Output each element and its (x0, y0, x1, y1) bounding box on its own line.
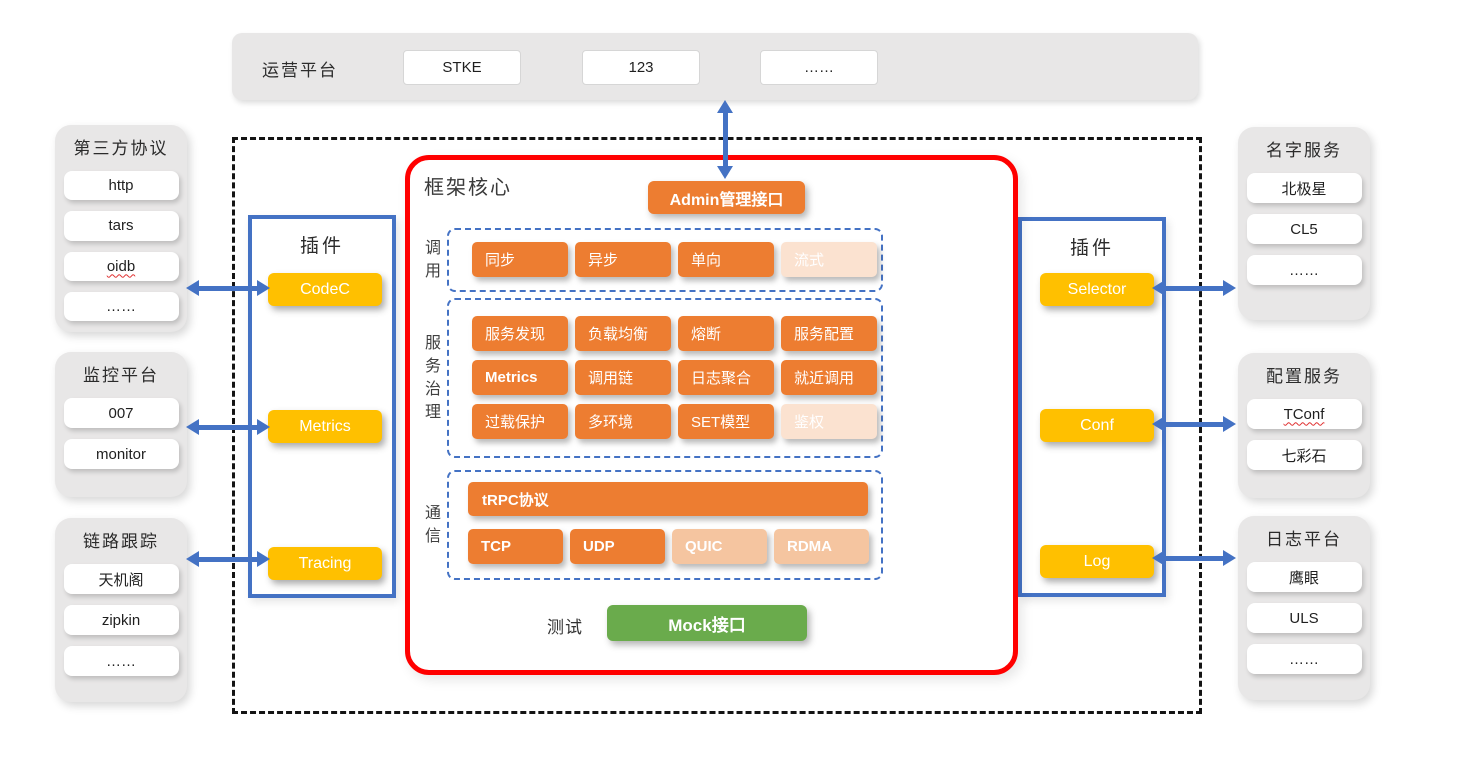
trpc-protocol-bar: tRPC协议 (468, 482, 868, 516)
plugin-title: 插件 (299, 236, 344, 257)
panel-title: 监控平台 (83, 366, 159, 385)
panel-third-party-protocols: 第三方协议 http tars oidb …… (55, 125, 187, 332)
panel-title: 第三方协议 (73, 139, 169, 158)
panel-item: 鹰眼 (1246, 562, 1362, 592)
feature-button: QUIC (672, 529, 767, 564)
section-label-governance: 服务治理 (424, 335, 441, 421)
framework-core-title: 框架核心 (424, 177, 512, 199)
feature-button: TCP (468, 529, 563, 564)
panel-title: 日志平台 (1266, 530, 1342, 549)
section-label-call: 调用 (424, 240, 441, 280)
ops-platform-item: …… (760, 50, 878, 85)
plugin-title: 插件 (1069, 238, 1114, 259)
feature-button: 熔断 (678, 316, 774, 351)
admin-api-button: Admin管理接口 (648, 181, 805, 214)
arrow-thirdparty-to-codec (186, 280, 270, 296)
feature-button: Metrics (472, 360, 568, 395)
feature-button: 日志聚合 (678, 360, 774, 395)
call-types-section: 同步 异步 单向 流式 (447, 228, 883, 292)
feature-button: 就近调用 (781, 360, 877, 395)
feature-button: 过载保护 (472, 404, 568, 439)
panel-monitoring-platform: 监控平台 007 monitor (55, 352, 187, 497)
service-governance-section: 服务发现 负载均衡 熔断 服务配置 Metrics 调用链 日志聚合 就近调用 … (447, 298, 883, 458)
feature-button: RDMA (774, 529, 869, 564)
test-label: 测试 (547, 618, 583, 637)
panel-title: 链路跟踪 (83, 532, 159, 551)
ops-platform-item: STKE (403, 50, 521, 85)
feature-button: 异步 (575, 242, 671, 277)
panel-item: 七彩石 (1246, 440, 1362, 470)
panel-item: monitor (63, 439, 179, 469)
right-plugin-panel: 插件 Selector Conf Log (1018, 217, 1166, 597)
feature-button: 鉴权 (781, 404, 877, 439)
plugin-button-conf: Conf (1040, 409, 1154, 442)
panel-item: oidb (63, 251, 179, 281)
panel-item: …… (1246, 644, 1362, 674)
panel-item: tars (63, 211, 179, 241)
panel-logging-platform: 日志平台 鹰眼 ULS …… (1238, 516, 1370, 700)
panel-naming-service: 名字服务 北极星 CL5 …… (1238, 127, 1370, 320)
framework-core-panel: 框架核心 Admin管理接口 调用 同步 异步 单向 流式 服务治理 服务发现 … (405, 155, 1018, 675)
feature-button: 多环境 (575, 404, 671, 439)
feature-button: 负载均衡 (575, 316, 671, 351)
panel-title: 配置服务 (1266, 367, 1342, 386)
plugin-button-selector: Selector (1040, 273, 1154, 306)
panel-item: zipkin (63, 605, 179, 635)
plugin-button-codec: CodeC (268, 273, 382, 306)
feature-button: 服务配置 (781, 316, 877, 351)
plugin-button-metrics: Metrics (268, 410, 382, 443)
section-label-communication: 通信 (424, 505, 441, 545)
panel-item: TConf (1246, 399, 1362, 429)
feature-button: 单向 (678, 242, 774, 277)
panel-item: …… (63, 646, 179, 676)
arrow-selector-to-naming (1152, 280, 1236, 296)
feature-button: 同步 (472, 242, 568, 277)
arrow-log-to-logging (1152, 550, 1236, 566)
arrow-ops-to-admin (717, 100, 733, 179)
plugin-button-tracing: Tracing (268, 547, 382, 580)
ops-platform-item: 123 (582, 50, 700, 85)
mock-api-button: Mock接口 (607, 605, 807, 641)
panel-config-service: 配置服务 TConf 七彩石 (1238, 353, 1370, 498)
arrow-linktracing-to-tracing (186, 551, 270, 567)
panel-item: ULS (1246, 603, 1362, 633)
panel-item: 北极星 (1246, 173, 1362, 203)
panel-item: …… (1246, 255, 1362, 285)
plugin-button-log: Log (1040, 545, 1154, 578)
panel-item: http (63, 171, 179, 201)
panel-item: 天机阁 (63, 564, 179, 594)
feature-button: SET模型 (678, 404, 774, 439)
panel-item: …… (63, 291, 179, 321)
feature-button: UDP (570, 529, 665, 564)
communication-section: tRPC协议 TCP UDP QUIC RDMA (447, 470, 883, 580)
feature-button: 调用链 (575, 360, 671, 395)
ops-platform-label: 运营平台 (262, 61, 338, 80)
left-plugin-panel: 插件 CodeC Metrics Tracing (248, 215, 396, 598)
panel-title: 名字服务 (1266, 141, 1342, 160)
panel-link-tracing: 链路跟踪 天机阁 zipkin …… (55, 518, 187, 702)
arrow-monitoring-to-metrics (186, 419, 270, 435)
panel-item: 007 (63, 398, 179, 428)
arrow-conf-to-config (1152, 416, 1236, 432)
panel-item: CL5 (1246, 214, 1362, 244)
feature-button: 服务发现 (472, 316, 568, 351)
ops-platform-panel: 运营平台 STKE 123 …… (232, 33, 1198, 100)
feature-button: 流式 (781, 242, 877, 277)
